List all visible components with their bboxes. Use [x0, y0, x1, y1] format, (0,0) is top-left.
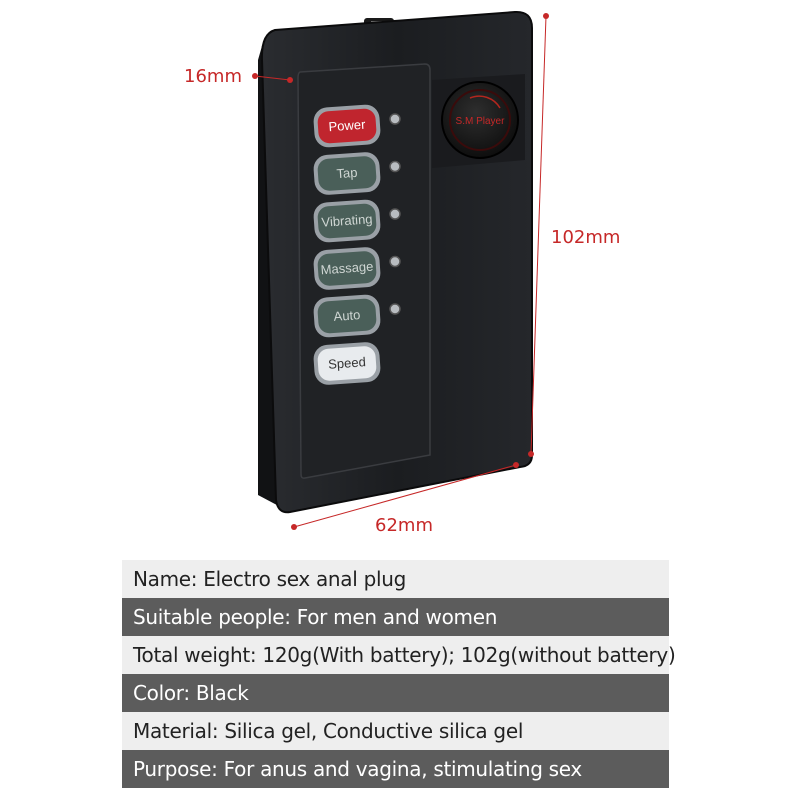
button-auto[interactable]: Auto: [313, 294, 382, 339]
button-tap[interactable]: Tap: [313, 151, 382, 196]
button-label: Massage: [320, 259, 374, 278]
spec-table: Name: Electro sex anal plug Suitable peo…: [122, 560, 676, 788]
button-power[interactable]: Power: [313, 104, 382, 149]
height-label: 102mm: [551, 227, 621, 248]
spec-row-material: Material: Silica gel, Conductive silica …: [122, 712, 669, 750]
led-indicator: [389, 160, 401, 173]
led-indicator: [389, 303, 401, 315]
button-speed[interactable]: Speed: [313, 341, 382, 386]
spec-row-color: Color: Black: [122, 674, 669, 712]
thickness-line: [254, 75, 291, 81]
led-indicator: [389, 113, 401, 125]
knob-label: S.M Player: [456, 116, 506, 127]
thickness-label: 16mm: [184, 66, 242, 87]
led-indicator: [389, 208, 401, 220]
width-line: [293, 464, 517, 528]
spec-row-suitable-people: Suitable people: For men and women: [122, 598, 669, 636]
button-label: Tap: [336, 165, 358, 181]
intensity-knob[interactable]: S.M Player: [441, 81, 519, 159]
led-indicator: [389, 255, 401, 268]
button-vibrating[interactable]: Vibrating: [313, 199, 382, 244]
spec-row-purpose: Purpose: For anus and vagina, stimulatin…: [122, 750, 669, 788]
button-label: Auto: [333, 307, 361, 324]
spec-row-name: Name: Electro sex anal plug: [122, 560, 669, 598]
button-label: Speed: [328, 354, 367, 372]
button-label: Vibrating: [321, 211, 373, 230]
button-massage[interactable]: Massage: [313, 246, 382, 291]
device-illustration: S.M Player PowerTapVibratingMassageAutoS…: [252, 10, 549, 530]
height-line: [530, 15, 547, 455]
button-label: Power: [328, 117, 366, 135]
width-label: 62mm: [375, 515, 433, 536]
spec-row-total-weight: Total weight: 120g(With battery); 102g(w…: [122, 636, 676, 674]
